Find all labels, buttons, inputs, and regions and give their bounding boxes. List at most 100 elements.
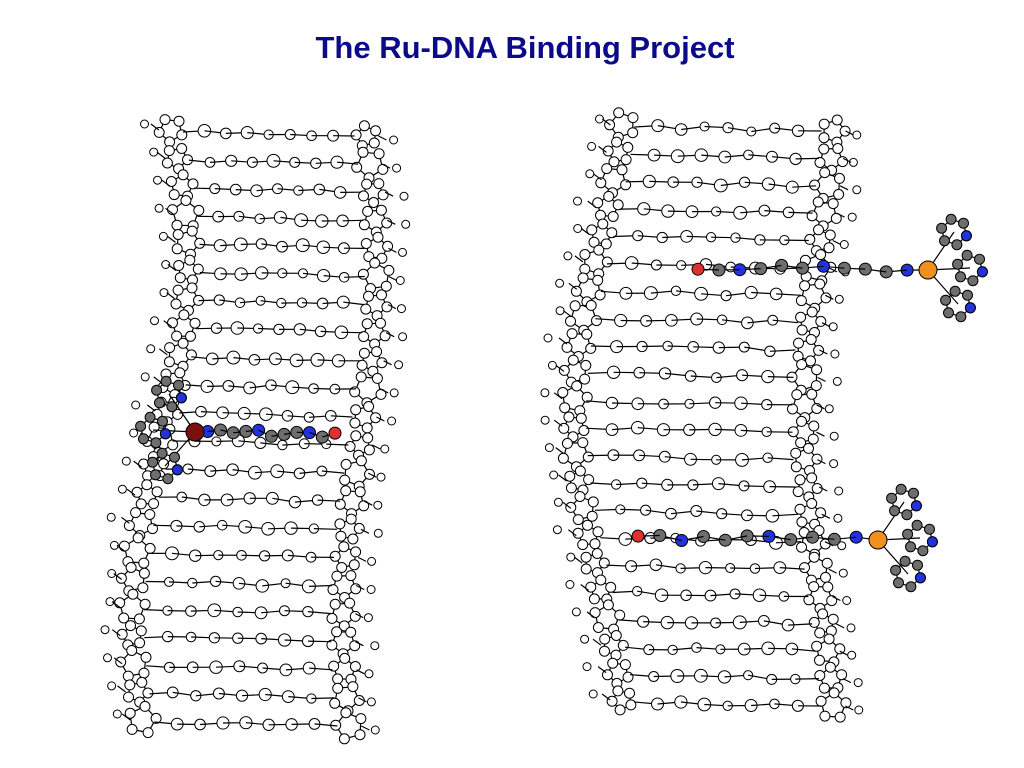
backbone-atom: [163, 356, 175, 368]
backbone-atom: [839, 125, 851, 137]
backbone-atom: [597, 218, 609, 230]
backbone-atom: [360, 303, 372, 315]
backbone-atom: [177, 169, 189, 181]
backbone-atom: [153, 126, 165, 138]
phosphate-atom: [585, 169, 595, 179]
backbone-atom: [363, 444, 375, 456]
bond: [818, 486, 828, 492]
backbone-atom: [575, 412, 587, 424]
bipyridine-atom: [162, 473, 174, 485]
phosphate-atom: [553, 497, 563, 507]
phosphate-atom: [121, 456, 131, 466]
backbone-atom: [814, 157, 826, 168]
backbone-atom: [811, 364, 823, 376]
backbone-atom: [811, 453, 823, 465]
backbone-atom: [171, 330, 183, 342]
backbone-atom: [592, 274, 604, 286]
nitrogen-atom: [914, 572, 926, 584]
backbone-atom: [170, 298, 182, 310]
backbone-atom: [358, 500, 370, 512]
phosphate-atom: [852, 185, 862, 195]
bipyridine-atom: [169, 451, 180, 463]
backbone-atom: [591, 315, 602, 327]
backbone-atom: [184, 254, 196, 266]
backbone-atom: [799, 562, 810, 574]
bond: [376, 416, 385, 422]
slide-title: The Ru-DNA Binding Project: [315, 30, 735, 65]
backbone-atom: [601, 256, 613, 268]
backbone-atom: [141, 479, 153, 491]
backbone-atom: [793, 337, 804, 349]
backbone-atom: [345, 626, 357, 638]
backbone-atom: [151, 486, 163, 498]
backbone-atom: [815, 249, 827, 261]
bond: [379, 388, 389, 394]
bipyridine-atom: [961, 249, 973, 261]
bond: [126, 488, 136, 496]
backbone-atom: [180, 195, 192, 206]
backbone-atom: [329, 550, 341, 562]
bond: [597, 666, 607, 674]
backbone-atom: [616, 164, 628, 176]
backbone-atom: [823, 242, 835, 254]
backbone-atom: [173, 115, 185, 127]
bond: [343, 301, 365, 306]
bond: [553, 392, 563, 400]
backbone-atom: [371, 372, 383, 384]
backbone-atom: [574, 465, 586, 477]
bipyridine-atom: [940, 294, 952, 306]
bipyridine-atom: [895, 483, 907, 495]
phosphate-atom: [549, 470, 559, 480]
backbone-atom: [806, 388, 818, 400]
backbone-atom: [599, 645, 610, 657]
phosphate-atom: [364, 669, 374, 679]
phosphate-atom: [112, 709, 122, 719]
bond: [574, 255, 584, 263]
backbone-atom: [796, 415, 807, 427]
bipyridine-atom: [939, 235, 950, 247]
backbone-atom: [339, 652, 351, 664]
ruthenium-atom: [185, 422, 205, 442]
bipyridine-atom: [147, 456, 159, 468]
backbone-atom: [602, 145, 614, 157]
phosphate-atom: [555, 306, 565, 316]
backbone-atom: [182, 154, 193, 166]
phosphate-atom: [398, 247, 407, 257]
backbone-atom: [812, 196, 824, 208]
backbone-atom: [144, 509, 156, 520]
backbone-atom: [134, 637, 146, 649]
backbone-atom: [362, 205, 374, 217]
backbone-atom: [805, 334, 817, 345]
bipyridine-atom: [905, 581, 917, 593]
backbone-atom: [796, 541, 807, 553]
bond: [602, 118, 611, 126]
backbone-atom: [557, 387, 569, 398]
bond: [772, 513, 798, 517]
backbone-atom: [611, 136, 623, 148]
backbone-atom: [610, 630, 622, 641]
bond: [153, 376, 163, 384]
backbone-atom: [138, 567, 150, 579]
backbone-atom: [591, 548, 603, 559]
bond: [378, 135, 387, 141]
bond: [819, 349, 828, 355]
backbone-atom: [795, 311, 807, 323]
backbone-atom: [815, 315, 827, 327]
bond: [167, 264, 177, 271]
backbone-atom: [336, 562, 348, 573]
phosphate-atom: [129, 428, 139, 438]
backbone-atom: [580, 551, 592, 563]
backbone-atom: [354, 486, 366, 498]
backbone-atom: [807, 433, 819, 445]
backbone-atom: [570, 285, 582, 297]
backbone-atom: [186, 282, 198, 294]
backbone-atom: [369, 257, 381, 269]
bond: [357, 556, 367, 562]
ruthenium-atom: [918, 260, 938, 280]
phosphate-atom: [387, 416, 397, 426]
phosphate-atom: [150, 316, 159, 326]
bipyridine-atom: [889, 505, 900, 517]
nitrogen-atom: [976, 266, 988, 278]
bond: [111, 629, 121, 637]
bipyridine-atom: [150, 437, 162, 449]
